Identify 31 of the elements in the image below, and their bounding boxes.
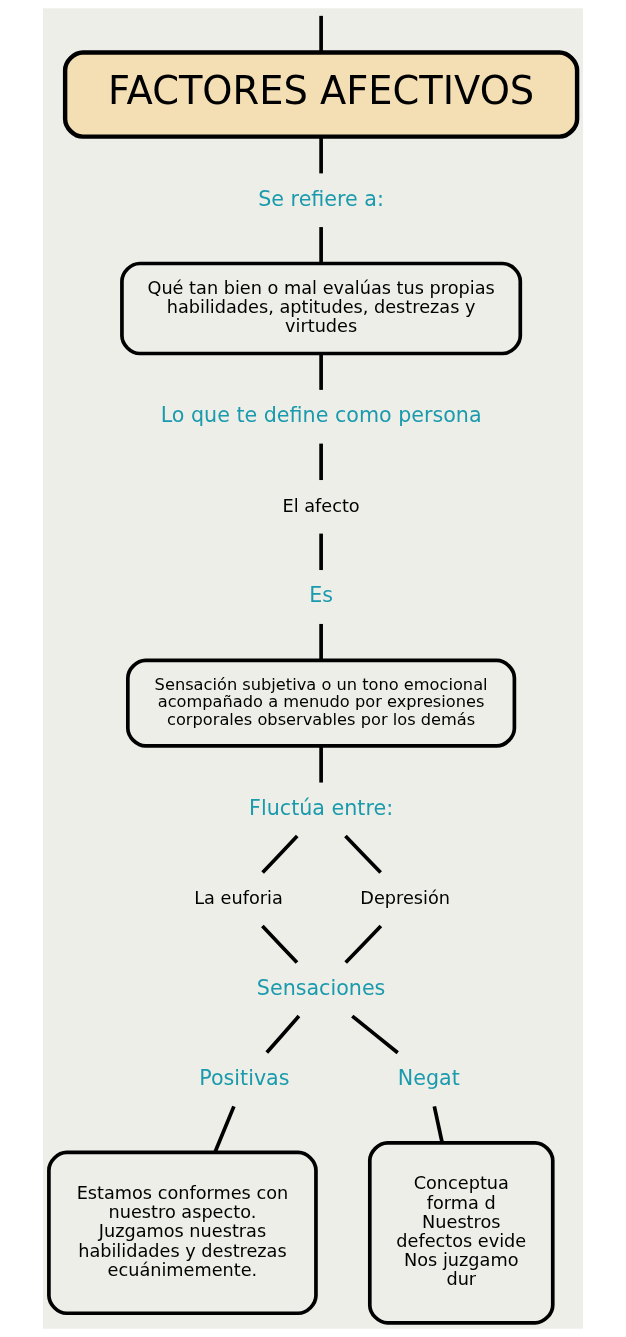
connector — [213, 1105, 236, 1153]
node-box: Conceptua forma d Nuestros defectos evide Nos juzgamo dur — [367, 1141, 555, 1325]
node-text: Lo que te define como persona — [160, 403, 482, 428]
connector — [344, 924, 383, 964]
connector — [351, 1014, 399, 1055]
connector — [432, 1106, 444, 1144]
connector — [261, 924, 299, 964]
connector — [319, 354, 323, 390]
node-box: Estamos conformes con nuestro aspecto. Juzgamos nuestras habilidades y destrezas ecuánimemente. — [47, 1150, 318, 1316]
node-box: FACTORES AFECTIVOS — [62, 50, 580, 139]
node-text: Fluctúa entre: — [249, 795, 394, 820]
node-box: Sensación subjetiva o un tono emocional acompañado a menudo por expresiones corporales observables por los demás — [126, 658, 517, 748]
connector — [319, 623, 323, 660]
connector — [344, 834, 382, 874]
node-text: Es — [309, 583, 334, 608]
connector — [319, 137, 323, 174]
connector — [319, 746, 323, 783]
node-text: El afecto — [282, 495, 360, 516]
node-text: Sensaciones — [256, 975, 386, 1000]
node-text: Depresión — [360, 887, 451, 908]
connector — [319, 15, 323, 53]
connector — [319, 533, 323, 571]
node-text: Se refiere a: — [258, 186, 384, 211]
connector — [261, 834, 299, 874]
connector — [319, 227, 323, 264]
node-text: Negat — [397, 1065, 460, 1090]
node-text: La euforia — [194, 887, 283, 908]
node-box: Qué tan bien o mal evalúas tus propias habilidades, aptitudes, destrezas y virtudes — [120, 261, 523, 356]
connector — [265, 1014, 301, 1054]
connector — [319, 443, 323, 481]
node-text: Positivas — [199, 1065, 290, 1090]
